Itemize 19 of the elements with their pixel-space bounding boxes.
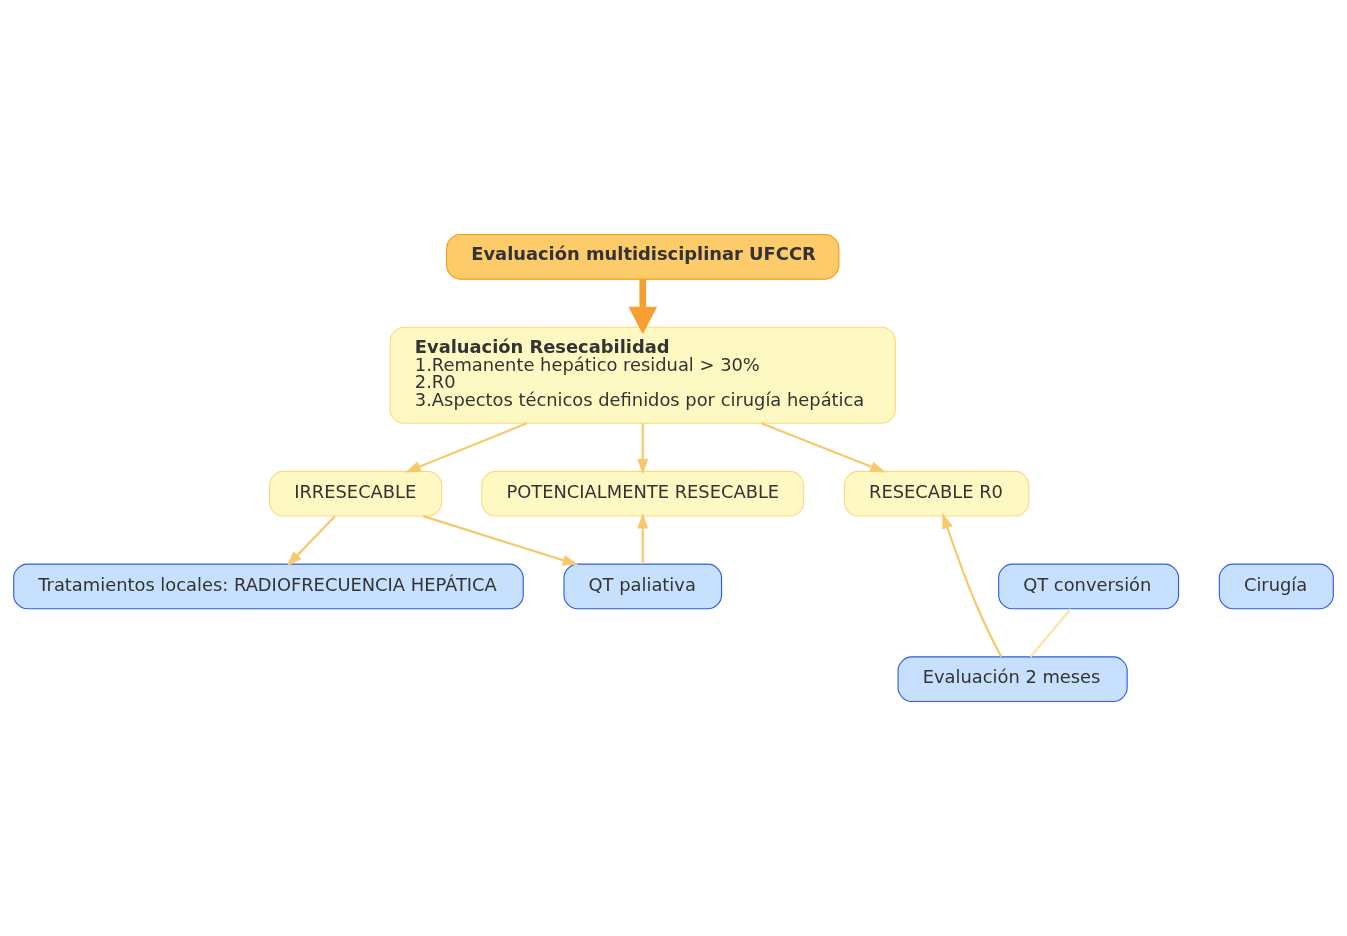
node-box: QT paliativa [563,563,723,610]
arrow [637,512,649,565]
node-box: Evaluación multidisciplinar UFCCR [446,233,840,280]
node-box: Evaluación Resecabilidad 1.Remanente hepático residual > 30% 2.R0 3.Aspectos técnicos definidos por cirugía hepática [389,326,896,424]
arrow [637,423,649,475]
node-box: IRRESECABLE [269,470,443,517]
node-box: QT conversión [998,563,1180,610]
node-box: Tratamientos locales: RADIOFRECUENCIA HEPÁTICA [13,563,524,610]
node-box: Cirugía [1218,563,1334,610]
node-box: POTENCIALMENTE RESECABLE [481,470,805,517]
arrow [761,422,886,473]
arrow [422,515,579,566]
arrow [286,515,336,567]
node-box: Evaluación 2 meses [897,656,1128,703]
node-box: RESECABLE R0 [843,470,1030,517]
arrow [942,512,1003,658]
arrow [405,422,528,473]
arrow [628,279,658,335]
connector [1029,608,1072,658]
